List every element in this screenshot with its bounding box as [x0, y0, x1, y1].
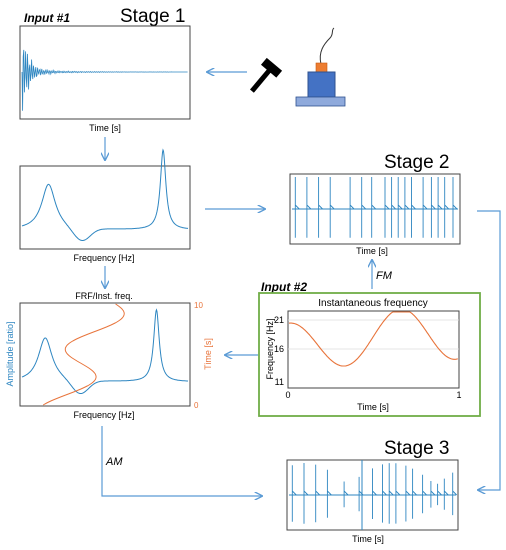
impulse-response-signal: [21, 49, 188, 111]
input2-label: Input #2: [261, 280, 307, 294]
am-label: AM: [105, 456, 123, 468]
stage3-title: Stage 3: [384, 438, 450, 459]
stage2-time-label: Time [s]: [356, 246, 388, 256]
impulse-response-plot: [19, 25, 191, 120]
fm-impulse-train: [292, 177, 458, 238]
stage3-time-label: Time [s]: [352, 534, 384, 544]
inst-ytick-11: 11: [275, 377, 284, 387]
frf-inst-freq-plot: [19, 302, 191, 407]
frf-inst-frequency-label: Frequency [Hz]: [73, 410, 134, 420]
instantaneous-frequency-curve: [288, 311, 458, 367]
am-fm-impulse-train: [289, 463, 458, 524]
accelerometer-icon: [295, 27, 346, 107]
stage1-title: Stage 1: [120, 6, 186, 27]
flow-arrows: [101, 72, 501, 496]
hammer-icon: [250, 57, 283, 93]
stage2-title: Stage 2: [384, 152, 450, 173]
frf-curve: [21, 148, 188, 241]
frf-frequency-label: Frequency [Hz]: [73, 253, 134, 263]
arrow-am-to-stage3: [101, 426, 262, 496]
inst-freq-plot: [287, 310, 460, 389]
inst-freq-ylabel: Frequency [Hz]: [265, 318, 275, 379]
fm-label: FM: [376, 270, 393, 282]
arrow-stage2-to-stage3: [477, 210, 501, 490]
inst-xtick-0: 0: [285, 390, 290, 400]
stage2-fm-signal-plot: [289, 173, 461, 245]
frf-inst-title: FRF/Inst. freq.: [75, 291, 133, 301]
inst-ytick-16: 16: [274, 344, 284, 354]
inst-freq-xlabel: Time [s]: [357, 402, 389, 412]
inst-xtick-1: 1: [456, 390, 461, 400]
stage3-signal-plot: [286, 459, 459, 531]
frf-amplitude-axis-label: Amplitude [ratio]: [5, 321, 15, 386]
inst-freq-title: Instantaneous frequency: [318, 298, 428, 309]
inst-freq-curve-overlay: [42, 303, 125, 406]
stage1-time-label: Time [s]: [89, 123, 121, 133]
input1-label: Input #1: [24, 11, 70, 25]
frf-plot: [19, 148, 191, 250]
frf-right-axis-label: Time [s]: [203, 338, 213, 370]
frf-right-tick-bottom: 0: [194, 401, 199, 410]
frf-curve-overlay: [21, 308, 189, 394]
frf-right-tick-top: 10: [194, 301, 203, 310]
inst-ytick-21: 21: [274, 315, 284, 325]
